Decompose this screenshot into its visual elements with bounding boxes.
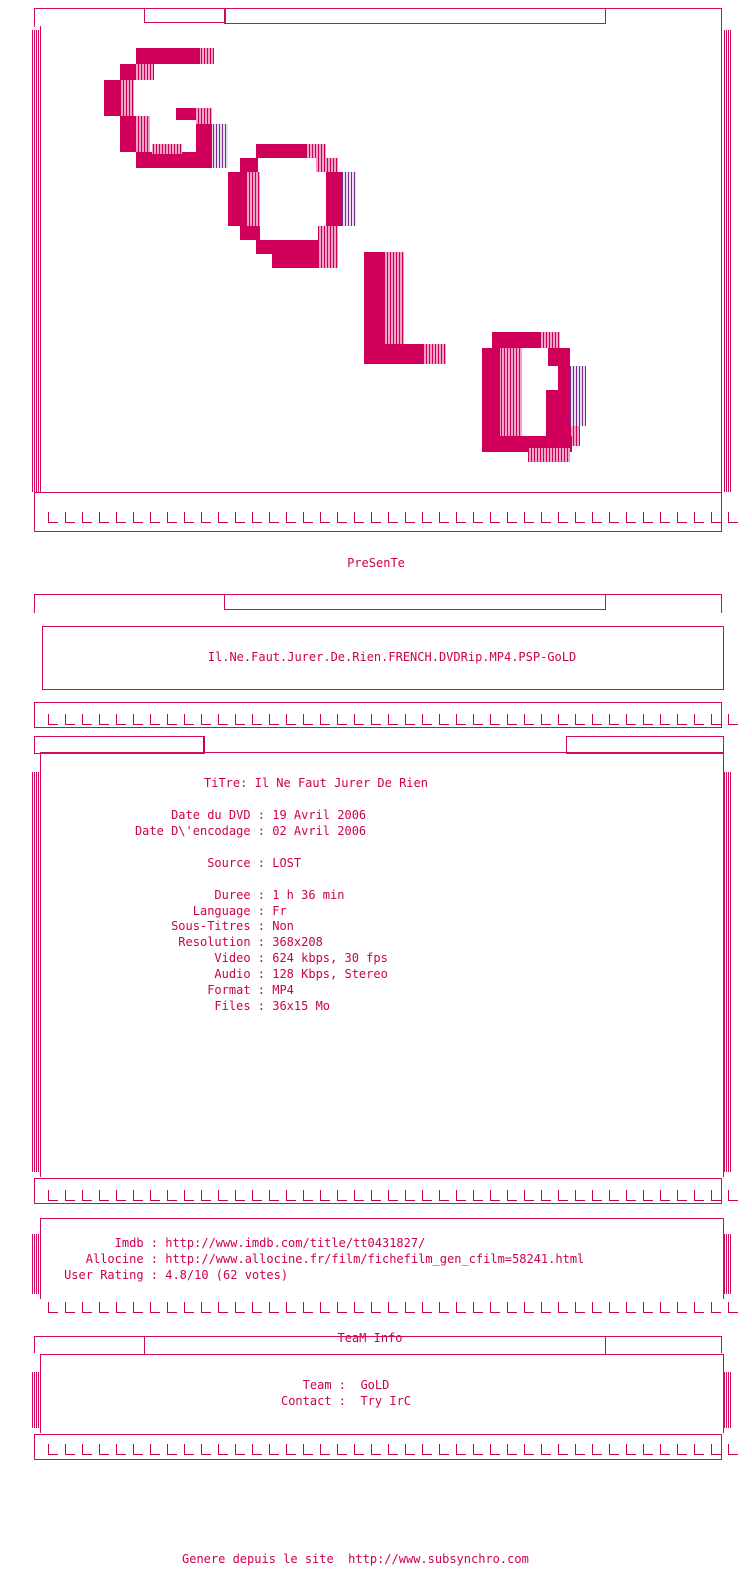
spec-value: 128 Kbps, Stereo (272, 967, 388, 981)
team-rail-frame (34, 1434, 722, 1460)
spec-row: Sous-Titres : Non (0, 919, 294, 933)
rating-label: User Rating : (64, 1268, 158, 1282)
footer-line: Genere depuis le site http://www.subsync… (182, 1552, 529, 1566)
links-left-edge (32, 1234, 40, 1294)
info-rail (48, 1186, 745, 1201)
top-border-notch (144, 8, 226, 23)
date-encode-row: Date D\'encodage : 02 Avril 2006 (0, 824, 366, 838)
links-frame (40, 1218, 724, 1299)
footer-prefix: Genere depuis le site (182, 1552, 334, 1566)
imdb-link[interactable]: http://www.imdb.com/title/tt0431827/ (165, 1236, 426, 1250)
team-top-border (34, 1336, 722, 1353)
spec-label: Sous-Titres : (171, 919, 265, 933)
spec-label: Duree : (214, 888, 265, 902)
imdb-row: Imdb : http://www.imdb.com/title/tt04318… (0, 1236, 426, 1250)
logo-bottom-rail (48, 508, 745, 523)
date-encode-value: 02 Avril 2006 (272, 824, 367, 838)
title-value: Il Ne Faut Jurer De Rien (254, 776, 428, 790)
logo-letter-l (364, 252, 446, 364)
team-label: Team : (302, 1378, 346, 1392)
spec-row: Language : Fr (0, 904, 287, 918)
spec-label: Video : (214, 951, 265, 965)
team-top-notch (144, 1336, 606, 1355)
team-row: Team : GoLD (0, 1378, 390, 1392)
spec-label: Resolution : (178, 935, 265, 949)
logo-letter-g (104, 48, 228, 168)
gold-logo (104, 48, 586, 462)
spec-label: Audio : (214, 967, 265, 981)
date-dvd-row: Date du DVD : 19 Avril 2006 (0, 808, 366, 822)
team-value: GoLD (360, 1378, 390, 1392)
info-left-edge (32, 772, 40, 1172)
release-rail-frame (34, 702, 722, 728)
date-dvd-value: 19 Avril 2006 (272, 808, 367, 822)
spec-label: Language : (192, 904, 265, 918)
left-edge-bar (32, 30, 40, 492)
spec-label: Files : (214, 999, 265, 1013)
top-border-boxes (224, 8, 606, 24)
release-rail (48, 710, 745, 725)
right-edge-bar (724, 30, 732, 492)
team-right-edge (724, 1372, 732, 1428)
spec-value: 368x208 (272, 935, 323, 949)
logo-letter-o (228, 144, 356, 268)
title-line: TiTre: Il Ne Faut Jurer De Rien (204, 776, 428, 790)
info-top-right-tab (566, 736, 724, 754)
spec-row: Audio : 128 Kbps, Stereo (0, 967, 388, 981)
release-name: Il.Ne.Faut.Jurer.De.Rien.FRENCH.DVDRip.M… (207, 650, 577, 664)
team-left-edge (32, 1372, 40, 1428)
spec-label: Format : (207, 983, 265, 997)
spec-value: 1 h 36 min (272, 888, 345, 902)
spec-row: Format : MP4 (0, 983, 294, 997)
contact-row: Contact : Try IrC (0, 1394, 411, 1408)
rating-value: 4.8/10 (62 votes) (165, 1268, 289, 1282)
contact-value: Try IrC (360, 1394, 412, 1408)
spec-value: Fr (272, 904, 287, 918)
info-right-edge (724, 772, 732, 1172)
info-top-left-tab (34, 736, 205, 754)
links-rail (48, 1298, 745, 1313)
contact-label: Contact : (280, 1394, 346, 1408)
rating-row: User Rating : 4.8/10 (62 votes) (0, 1268, 288, 1282)
info-rail-frame (34, 1178, 722, 1204)
spec-row: Files : 36x15 Mo (0, 999, 330, 1013)
footer-link[interactable]: http://www.subsynchro.com (348, 1552, 529, 1566)
spec-row: Resolution : 368x208 (0, 935, 323, 949)
team-rail (48, 1440, 745, 1455)
title-label: TiTre: (204, 776, 248, 790)
spec-value: MP4 (272, 983, 294, 997)
spec-row: Duree : 1 h 36 min (0, 888, 344, 902)
source-row: Source : LOST (0, 856, 301, 870)
spec-row: Video : 624 kbps, 30 fps (0, 951, 388, 965)
logo-letter-d (482, 332, 586, 462)
spec-value: 624 kbps, 30 fps (272, 951, 388, 965)
spec-value: Non (272, 919, 294, 933)
source-value: LOST (272, 856, 302, 870)
imdb-label: Imdb : (114, 1236, 158, 1250)
links-right-edge (724, 1234, 732, 1294)
info-frame (40, 752, 724, 1177)
logo-bottom-rail-frame (34, 492, 722, 532)
team-frame (40, 1354, 724, 1433)
release-frame (42, 626, 724, 690)
logo-frame-sides (40, 26, 722, 492)
team-info-header: TeaM Info (337, 1331, 403, 1345)
date-encode-label: Date D\'encodage : (134, 824, 265, 838)
presente-label: PreSenTe (347, 556, 405, 570)
spec-value: 36x15 Mo (272, 999, 331, 1013)
allocine-row: Allocine : http://www.allocine.fr/film/f… (0, 1252, 585, 1266)
allocine-link[interactable]: http://www.allocine.fr/film/fichefilm_ge… (165, 1252, 585, 1266)
source-label: Source : (207, 856, 265, 870)
date-dvd-label: Date du DVD : (171, 808, 265, 822)
allocine-label: Allocine : (85, 1252, 158, 1266)
release-top-boxes (224, 594, 606, 610)
